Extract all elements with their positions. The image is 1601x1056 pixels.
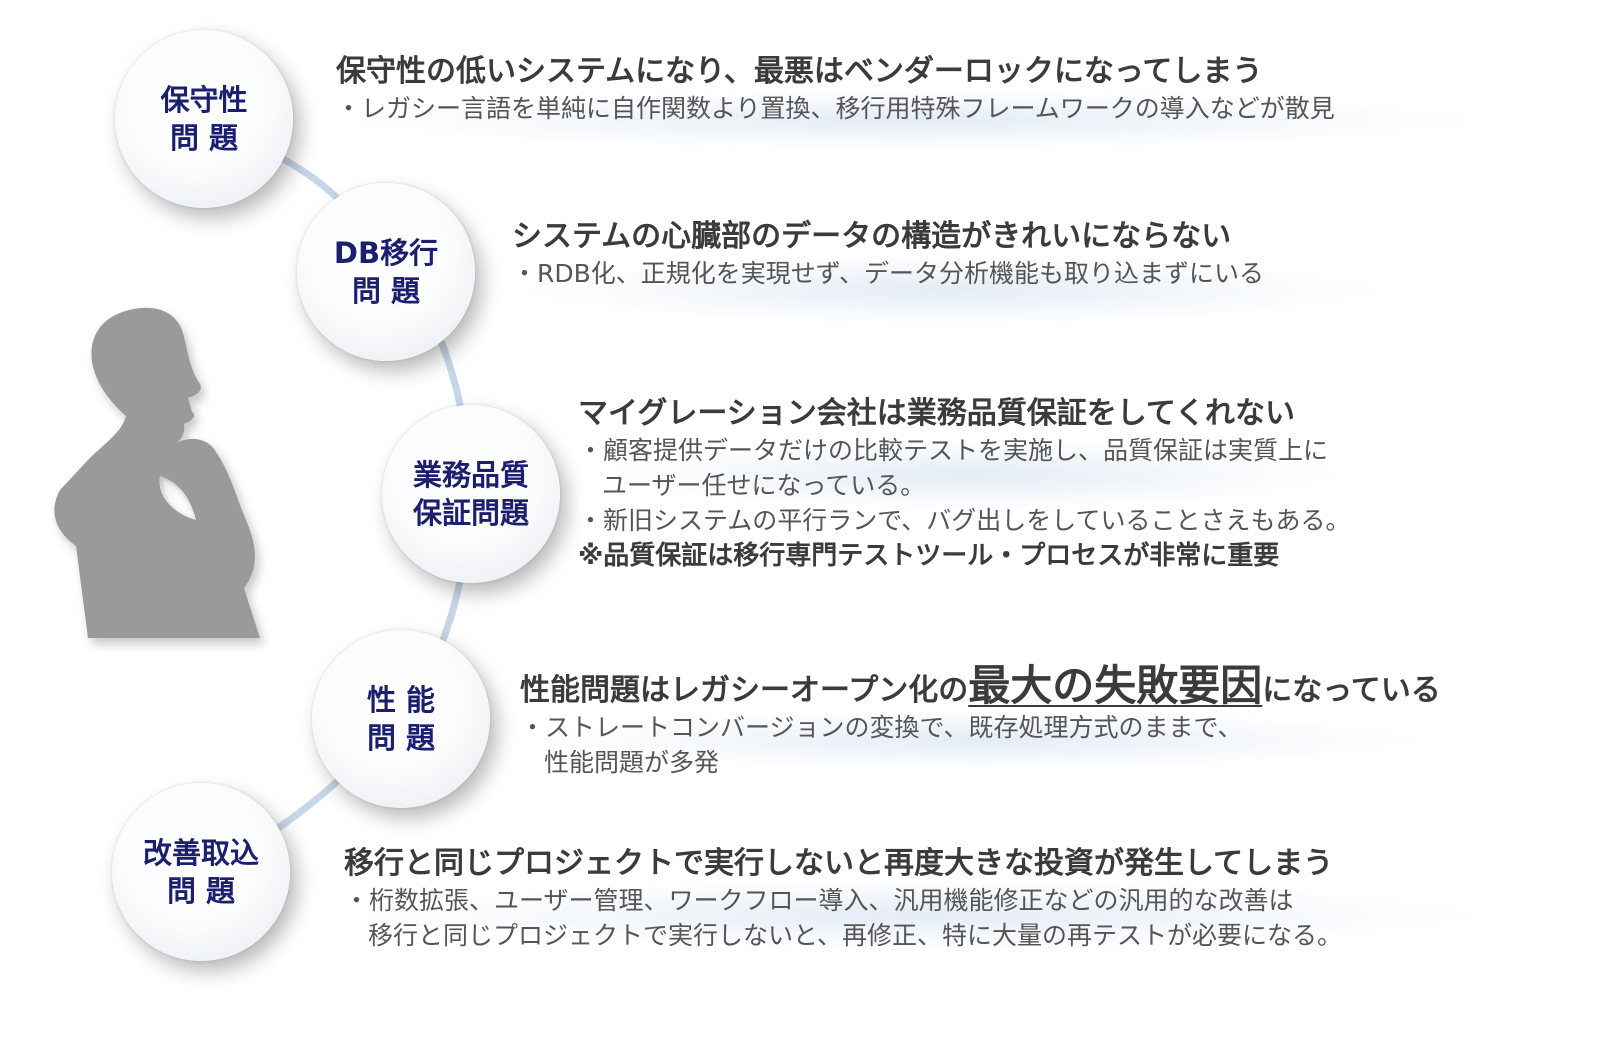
issue-note: ※品質保証は移行専門テストツール・プロセスが非常に重要 (578, 541, 1280, 571)
heading-emphasis: 最大の失敗要因 (968, 661, 1263, 710)
issue-block-improvement: 移行と同じプロジェクトで実行しないと再度大きな投資が発生してしまう ・桁数拡張、… (344, 845, 1342, 953)
bubble-label-line1: 業務品質 (412, 458, 529, 492)
issue-description: ・桁数拡張、ユーザー管理、ワークフロー導入、汎用機能修正などの汎用的な改善は (344, 886, 1294, 915)
text-glow-1 (340, 90, 1480, 150)
issue-bubble-improvement: 改善取込 問 題 (112, 783, 290, 961)
issue-block-maintainability: 保守性の低いシステムになり、最悪はベンダーロックになってしまう ・レガシー言語を… (336, 53, 1335, 126)
issue-description-continued: ユーザー任せになっている。 (602, 471, 926, 500)
issue-description: ・ストレートコンバージョンの変換で、既存処理方式のままで、 (520, 713, 1243, 742)
issue-block-performance: 性能問題はレガシーオープン化の最大の失敗要因になっている ・ストレートコンバージ… (520, 665, 1441, 780)
issue-heading: システムの心臓部のデータの構造がきれいにならない (512, 219, 1232, 254)
issue-heading: 保守性の低いシステムになり、最悪はベンダーロックになってしまう (336, 54, 1263, 89)
issue-heading: 移行と同じプロジェクトで実行しないと再度大きな投資が発生してしまう (344, 846, 1334, 881)
issue-description: ・レガシー言語を単純に自作関数より置換、移行用特殊フレームワークの導入などが散見 (336, 94, 1335, 123)
bubble-label-line2: 保証問題 (412, 496, 529, 530)
issue-description: ・顧客提供データだけの比較テストを実施し、品質保証は実質上に (578, 436, 1329, 465)
issue-bubble-performance: 性 能 問 題 (312, 630, 490, 808)
text-glow-2 (520, 255, 1380, 325)
bubble-label-line1: 保守性 (160, 83, 248, 117)
issue-bubble-db-migration: DB移行 問 題 (297, 183, 475, 361)
bubble-label-line1: 性 能 (366, 683, 436, 717)
thinking-person-silhouette-icon (54, 307, 260, 638)
heading-post: になっている (1262, 673, 1441, 708)
issue-block-db-migration: システムの心臓部のデータの構造がきれいにならない ・RDB化、正規化を実現せず、… (512, 218, 1264, 291)
bubble-label-line2: 問 題 (166, 874, 236, 908)
issue-bubble-quality-assurance: 業務品質 保証問題 (382, 405, 560, 583)
issue-bubble-maintainability: 保守性 問 題 (115, 30, 293, 208)
bubble-label-line1: 改善取込 (142, 836, 259, 870)
text-glow-3 (600, 440, 1340, 510)
issue-description-continued: 移行と同じプロジェクトで実行しないと、再修正、特に大量の再テストが必要になる。 (368, 921, 1343, 950)
bubble-label-line1: DB移行 (333, 236, 439, 270)
issue-description: ・新旧システムの平行ランで、バグ出しをしていることさえもある。 (578, 506, 1351, 535)
issue-heading: 性能問題はレガシーオープン化の最大の失敗要因になっている (520, 665, 1441, 710)
bubble-label-line2: 問 題 (169, 121, 239, 155)
issue-description: ・RDB化、正規化を実現せず、データ分析機能も取り込まずにいる (512, 259, 1265, 288)
issue-block-quality-assurance: マイグレーション会社は業務品質保証をしてくれない ・顧客提供データだけの比較テス… (578, 395, 1351, 574)
heading-pre: 性能問題はレガシーオープン化の (520, 673, 969, 708)
text-glow-4 (540, 710, 1420, 770)
bubble-label-line2: 問 題 (366, 721, 436, 755)
text-glow-5 (360, 880, 1480, 950)
bubble-label-line2: 問 題 (351, 274, 421, 308)
issue-heading: マイグレーション会社は業務品質保証をしてくれない (578, 396, 1295, 431)
issue-description-continued: 性能問題が多発 (544, 748, 720, 777)
